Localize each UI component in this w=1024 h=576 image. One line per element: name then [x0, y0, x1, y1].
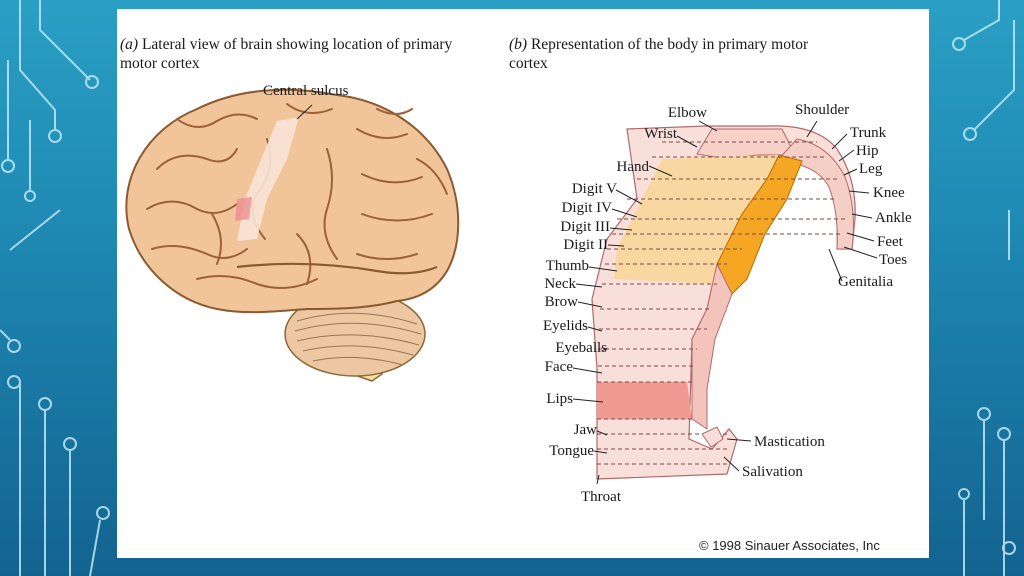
copyright-notice: © 1998 Sinauer Associates, Inc	[699, 538, 880, 553]
label-genitalia: Genitalia	[838, 274, 893, 290]
label-knee: Knee	[873, 185, 905, 201]
label-feet: Feet	[877, 234, 903, 250]
brain-illustration	[125, 88, 460, 382]
central-sulcus-label: Central sulcus	[263, 83, 349, 99]
label-neck: Neck	[544, 276, 576, 292]
label-elbow: Elbow	[667, 105, 707, 121]
caption-a-text: Lateral view of brain showing location o…	[120, 36, 453, 72]
label-salivation: Salivation	[742, 464, 803, 480]
caption-b: (b) Representation of the body in primar…	[509, 35, 809, 73]
label-throat: Throat	[581, 489, 621, 505]
label-digit-v: Digit V	[571, 181, 617, 197]
label-hand: Hand	[616, 159, 650, 175]
label-face: Face	[544, 359, 573, 375]
label-jaw: Jaw	[573, 422, 597, 438]
label-digit-iii: Digit III	[560, 219, 610, 235]
label-eyeballs: Eyeballs	[555, 340, 607, 356]
caption-b-tag: (b)	[509, 36, 528, 53]
label-eyelids: Eyelids	[543, 318, 588, 334]
label-ankle: Ankle	[875, 210, 912, 226]
caption-a: (a) Lateral view of brain showing locati…	[120, 35, 490, 73]
circuit-decoration-left	[0, 0, 110, 576]
caption-a-tag: (a)	[120, 36, 139, 53]
label-trunk: Trunk	[850, 125, 887, 141]
label-mastication: Mastication	[754, 434, 825, 450]
motor-homunculus-strip	[591, 125, 856, 480]
label-tongue: Tongue	[549, 443, 594, 459]
label-leg: Leg	[859, 161, 883, 177]
label-brow: Brow	[544, 294, 578, 310]
label-wrist: Wrist	[644, 126, 677, 142]
label-lips: Lips	[546, 391, 573, 407]
circuit-decoration-right	[952, 0, 1016, 576]
label-hip: Hip	[856, 143, 879, 159]
label-digit-ii: Digit II	[563, 237, 608, 253]
label-thumb: Thumb	[545, 258, 589, 274]
motor-cortex-figure	[125, 88, 878, 485]
caption-b-text: Representation of the body in primary mo…	[509, 36, 809, 72]
label-digit-iv: Digit IV	[561, 200, 612, 216]
figure-panel: (a) Lateral view of brain showing locati…	[117, 9, 929, 558]
leader-lines	[296, 104, 878, 485]
label-toes: Toes	[879, 252, 908, 268]
label-shoulder: Shoulder	[795, 102, 850, 118]
